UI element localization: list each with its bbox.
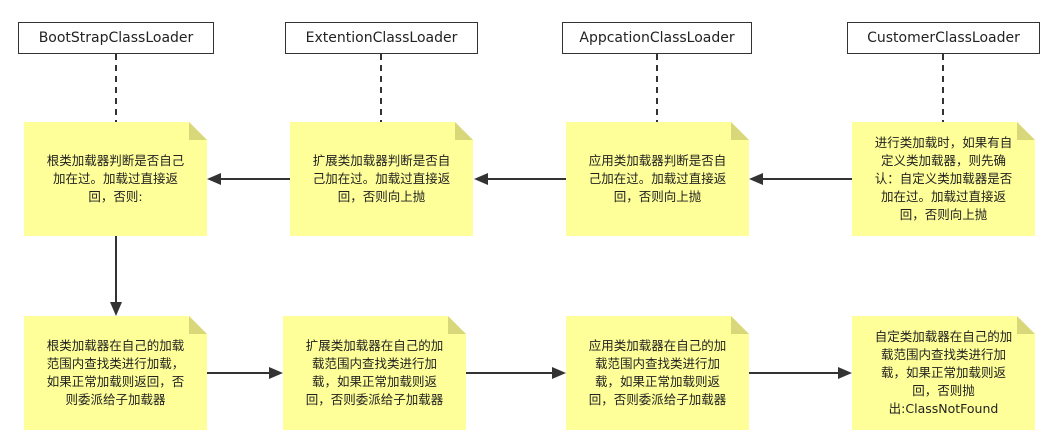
arrowhead-app-to-customer [838,367,852,379]
note-customer-check: 进行类加载时，如果有自 定义类加载器，则先确 认：自定义类加载器是否 加在过。加… [852,122,1035,236]
arrowhead-ext-to-app [552,367,566,379]
appcation-classloader-label: AppcationClassLoader [579,30,735,46]
appcation-classloader-box: AppcationClassLoader [562,22,752,54]
arrowhead-root-down [110,302,122,316]
bootstrap-classloader-label: BootStrapClassLoader [38,30,194,46]
note-customer-load: 自定类加载器在自己的加 载范围内查找类进行加 载，如果正常加载则返 回，否则抛 … [852,316,1035,430]
note-root-load-text: 根类加载器在自己的加载 范围内查找类进行加载， 如果正常加载则返回，否 则委派给… [46,338,185,407]
note-shape [566,122,749,236]
note-shape [290,122,473,236]
note-ext-load-text: 扩展类加载器在自己的加 载范围内查找类进行加 载，如果正常加载则返 回，否则委派… [305,338,444,407]
note-app-load: 应用类加载器在自己的加 载范围内查找类进行加 载，如果正常加载则返 回，否则委派… [566,316,749,430]
extention-classloader-label: ExtentionClassLoader [305,30,458,46]
customer-classloader-box: CustomerClassLoader [847,22,1040,54]
arrowhead-ext-to-root [207,173,221,185]
note-ext-load: 扩展类加载器在自己的加 载范围内查找类进行加 载，如果正常加载则返 回，否则委派… [283,316,466,430]
note-customer-load-text: 自定类加载器在自己的加 载范围内查找类进行加 载，如果正常加载则返 回，否则抛 … [874,329,1013,416]
note-app-load-text: 应用类加载器在自己的加 载范围内查找类进行加 载，如果正常加载则返 回，否则委派… [588,338,727,407]
arrowhead-root-to-ext [269,367,283,379]
arrowhead-customer-to-app [749,173,763,185]
note-shape [566,316,749,430]
note-shape [852,122,1035,236]
note-shape [24,316,207,430]
note-shape [283,316,466,430]
extention-classloader-box: ExtentionClassLoader [285,22,478,54]
note-app-check-text: 应用类加载器判断是否自 己加在过。加载过直接返 回，否则向上抛 [588,153,727,204]
note-root-load: 根类加载器在自己的加载 范围内查找类进行加载， 如果正常加载则返回，否 则委派给… [24,316,207,430]
bootstrap-classloader-box: BootStrapClassLoader [18,22,214,54]
note-shape [24,122,207,236]
note-ext-check-text: 扩展类加载器判断是否自 己加在过。加载过直接返 回，否则向上抛 [312,153,451,204]
note-app-check: 应用类加载器判断是否自 己加在过。加载过直接返 回，否则向上抛 [566,122,749,236]
note-customer-check-text: 进行类加载时，如果有自 定义类加载器，则先确 认：自定义类加载器是否 加在过。加… [874,135,1013,222]
customer-classloader-label: CustomerClassLoader [867,30,1020,46]
note-shape [852,316,1035,430]
arrowhead-app-to-ext [474,173,488,185]
note-ext-check: 扩展类加载器判断是否自 己加在过。加载过直接返 回，否则向上抛 [290,122,473,236]
note-root-check: 根类加载器判断是否自己 加在过。加载过直接返 回，否则: [24,122,207,236]
note-root-check-text: 根类加载器判断是否自己 加在过。加载过直接返 回，否则: [46,153,185,204]
